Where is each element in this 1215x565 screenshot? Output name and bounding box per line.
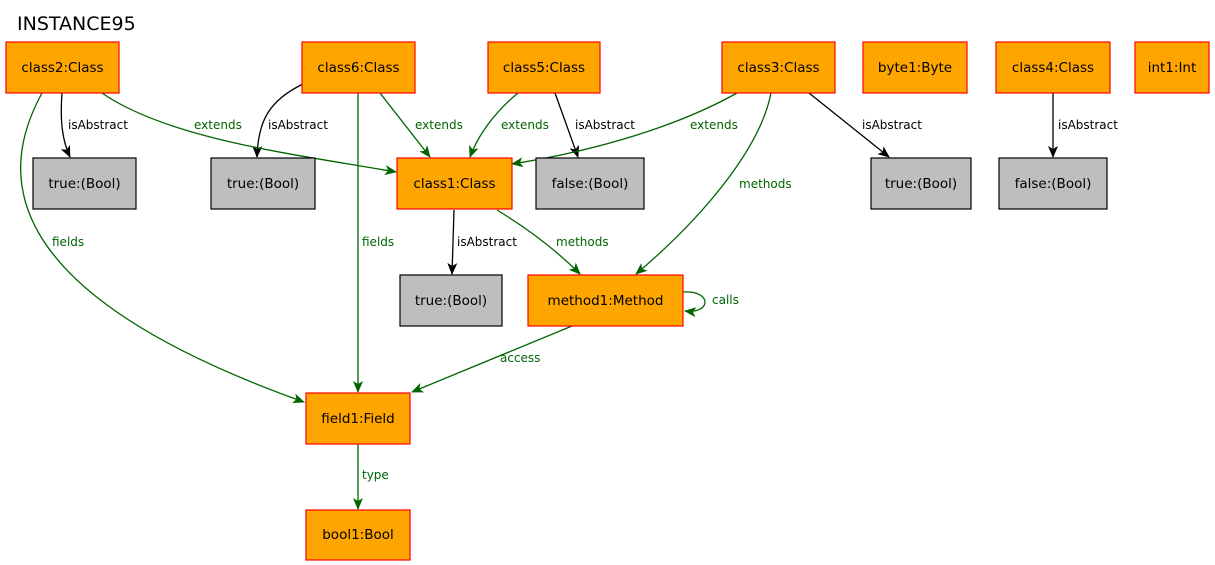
edge-label: isAbstract	[1058, 118, 1118, 132]
node-label: true:(Bool)	[885, 176, 957, 192]
edge-label: extends	[690, 118, 738, 132]
edge-label: methods	[739, 177, 792, 191]
node-class4[interactable]: class4:Class	[995, 41, 1111, 94]
node-label: true:(Bool)	[48, 176, 120, 192]
node-label: class6:Class	[317, 60, 399, 76]
node-value-class1-isabstract[interactable]: true:(Bool)	[399, 274, 503, 327]
edges: isAbstract isAbstract isAbstract isAbstr…	[20, 83, 1118, 510]
node-label: method1:Method	[548, 293, 664, 309]
node-label: false:(Bool)	[552, 176, 629, 192]
node-class1[interactable]: class1:Class	[396, 157, 513, 210]
edge-class6-extends: extends	[379, 92, 463, 158]
node-method1[interactable]: method1:Method	[527, 274, 684, 327]
edge-label: access	[500, 351, 540, 365]
node-value-class5-isabstract[interactable]: false:(Bool)	[535, 157, 645, 210]
edge-class5-extends: extends	[469, 92, 549, 158]
edge-label: isAbstract	[457, 235, 517, 249]
edge-class2-extends: extends	[101, 92, 397, 176]
edge-label: extends	[194, 118, 242, 132]
node-label: field1:Field	[321, 411, 394, 427]
edge-label: isAbstract	[575, 118, 635, 132]
edge-class6-fields: fields	[353, 93, 394, 393]
node-label: class2:Class	[21, 60, 103, 76]
node-class3[interactable]: class3:Class	[721, 41, 836, 94]
edge-class3-methods: methods	[635, 92, 792, 275]
node-class5[interactable]: class5:Class	[487, 41, 601, 94]
edge-method1-calls: calls	[682, 291, 739, 318]
node-label: true:(Bool)	[227, 176, 299, 192]
edge-label: calls	[712, 293, 739, 307]
node-label: class4:Class	[1012, 60, 1094, 76]
edge-label: isAbstract	[68, 118, 128, 132]
edge-class5-isabstract: isAbstract	[554, 92, 635, 158]
node-byte1[interactable]: byte1:Byte	[862, 41, 968, 94]
node-label: int1:Int	[1148, 60, 1197, 76]
edge-class6-isabstract: isAbstract	[252, 83, 328, 158]
node-value-class2-isabstract[interactable]: true:(Bool)	[32, 157, 137, 210]
edge-label: isAbstract	[862, 118, 922, 132]
diagram-title: INSTANCE95	[17, 13, 136, 35]
node-field1[interactable]: field1:Field	[305, 392, 411, 445]
edge-label: fields	[52, 235, 84, 249]
nodes: class2:Class class6:Class class5:Class c…	[5, 41, 1210, 561]
node-value-class3-isabstract[interactable]: true:(Bool)	[870, 157, 972, 210]
node-label: true:(Bool)	[415, 293, 487, 309]
edge-label: extends	[501, 118, 549, 132]
edge-field1-type: type	[353, 444, 389, 510]
edge-label: isAbstract	[268, 118, 328, 132]
node-label: class1:Class	[413, 176, 495, 192]
node-label: class3:Class	[737, 60, 819, 76]
edge-label: type	[362, 468, 389, 482]
edge-class2-fields: fields	[20, 92, 305, 404]
edge-class2-isabstract: isAbstract	[60, 92, 128, 158]
node-class2[interactable]: class2:Class	[5, 41, 120, 94]
node-label: byte1:Byte	[878, 60, 952, 76]
node-value-class4-isabstract[interactable]: false:(Bool)	[998, 157, 1108, 210]
node-label: bool1:Bool	[322, 527, 394, 543]
edge-method1-access: access	[411, 325, 573, 393]
node-value-class6-isabstract[interactable]: true:(Bool)	[210, 157, 316, 210]
node-class6[interactable]: class6:Class	[301, 41, 416, 94]
edge-class4-isabstract: isAbstract	[1048, 93, 1118, 158]
node-label: false:(Bool)	[1015, 176, 1092, 192]
edge-class1-isabstract: isAbstract	[447, 209, 517, 275]
edge-class3-isabstract: isAbstract	[808, 92, 922, 158]
edge-class1-methods: methods	[496, 209, 609, 275]
edge-label: methods	[556, 235, 609, 249]
edge-label: fields	[362, 235, 394, 249]
node-label: class5:Class	[503, 60, 585, 76]
node-int1[interactable]: int1:Int	[1134, 41, 1210, 94]
node-bool1[interactable]: bool1:Bool	[305, 509, 411, 561]
edge-label: extends	[415, 118, 463, 132]
